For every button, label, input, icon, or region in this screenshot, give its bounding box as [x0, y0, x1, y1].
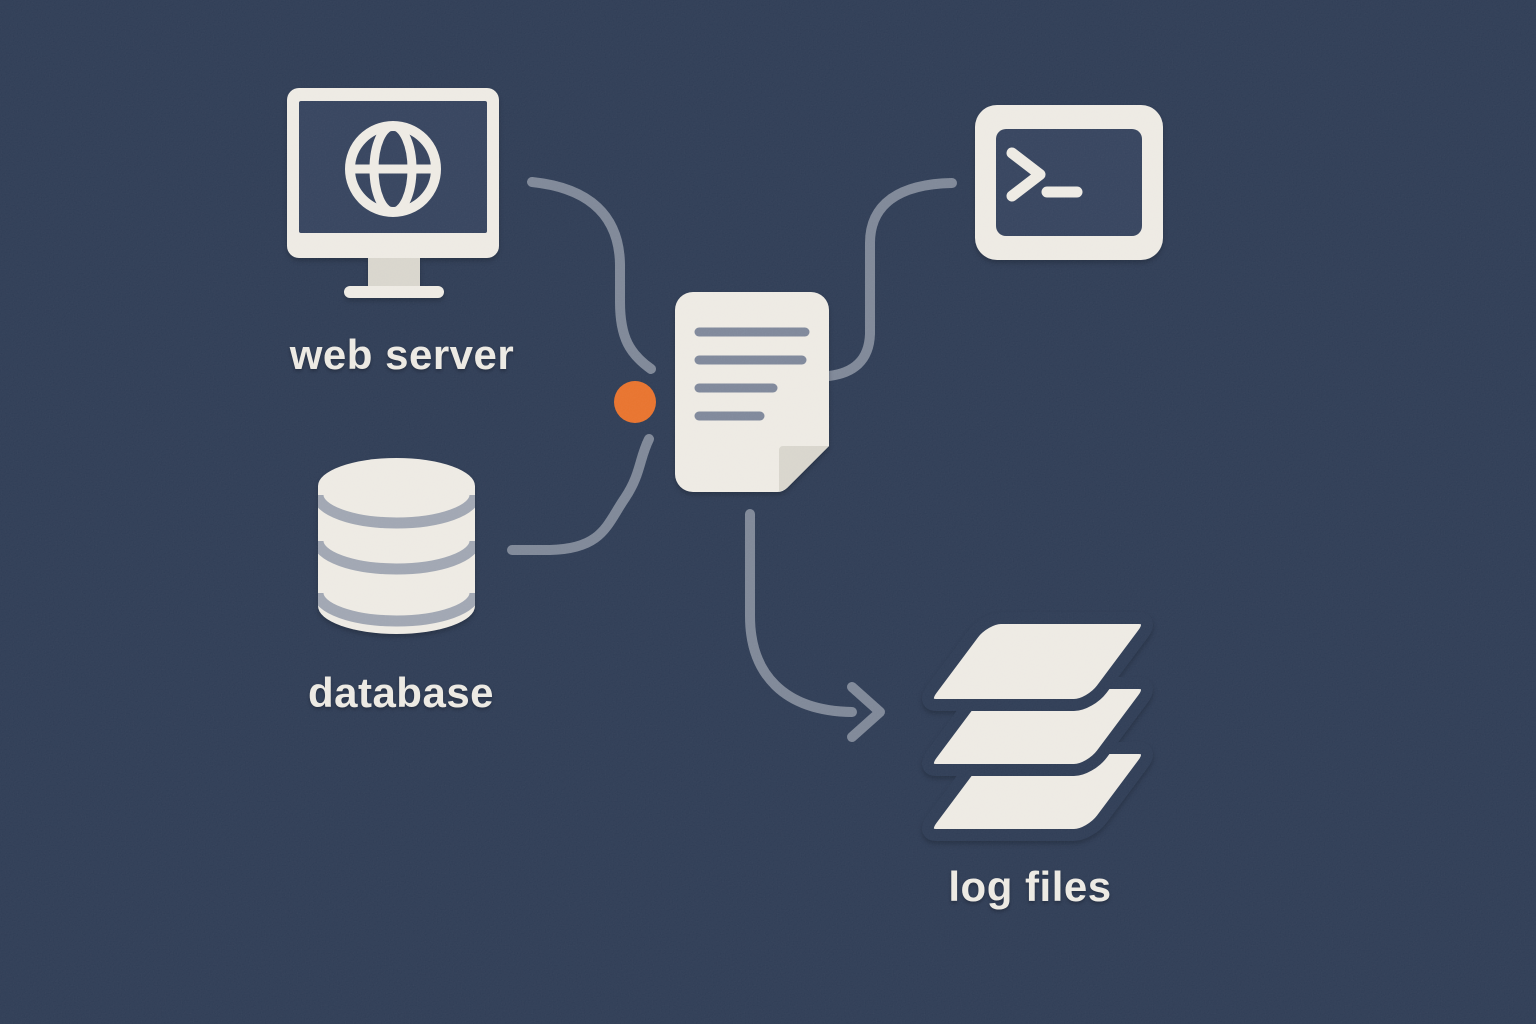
connector-document-to-terminal — [824, 178, 957, 381]
log-files-icon — [900, 600, 1180, 850]
junction-dot — [614, 381, 656, 423]
document-icon — [675, 292, 829, 492]
layer-stack — [920, 618, 1155, 835]
database-icon — [318, 458, 475, 634]
terminal-icon — [975, 105, 1163, 260]
monitor-stand — [368, 258, 420, 288]
monitor-base — [344, 286, 444, 298]
terminal-screen — [996, 129, 1142, 236]
database-label: database — [307, 669, 495, 716]
connector-document-to-log-files — [745, 509, 857, 717]
connector-database-to-document — [507, 434, 654, 555]
web-server-icon — [287, 88, 499, 298]
web-server-label: web server — [289, 331, 515, 378]
log-files-label: log files — [948, 863, 1112, 910]
